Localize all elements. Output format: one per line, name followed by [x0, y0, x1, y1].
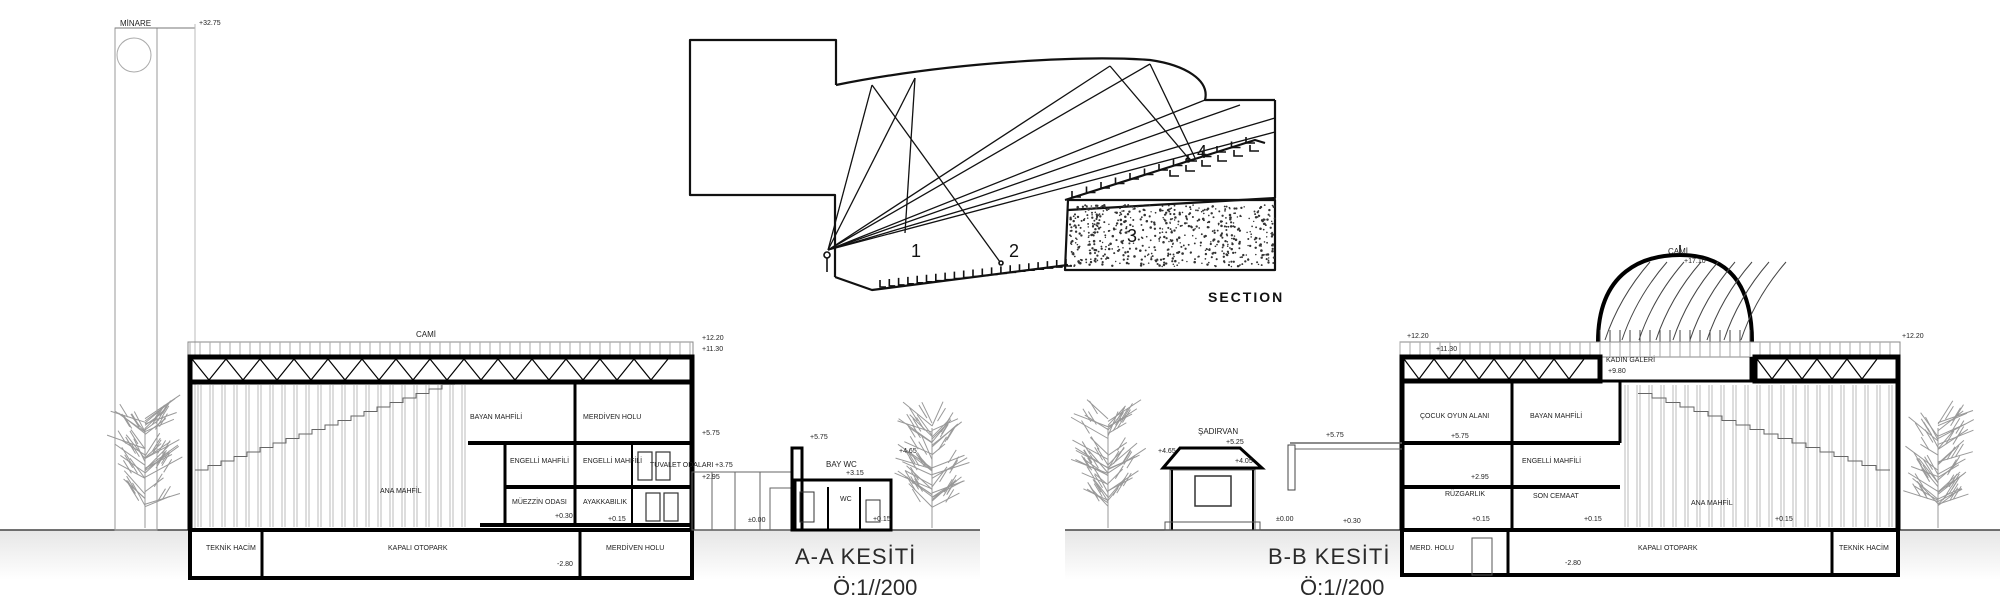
- aa-section-title: A-A KESİTİ: [795, 544, 917, 569]
- bb-section-title: B-B KESİTİ: [1268, 544, 1391, 569]
- aa-room-ana-mahfil: ANA MAHFİL: [380, 488, 422, 495]
- aa-room-bayan-mahfili: BAYAN MAHFİLİ: [470, 414, 523, 421]
- aa-room-ayakkabilik: AYAKKABILIK: [583, 499, 628, 506]
- minaret-level: +32.75: [199, 20, 221, 27]
- minaret: [114, 24, 196, 531]
- main-floor-seats: [879, 259, 1072, 288]
- balcony-underside: [1063, 198, 1277, 272]
- bb-room-kapali-otopark: KAPALI OTOPARK: [1638, 545, 1698, 552]
- bb-room-son-cemaat: SON CEMAAT: [1533, 493, 1579, 500]
- bb-level-ground-left: +0.15: [1472, 516, 1490, 523]
- bb-room-merd-holu: MERD. HOLU: [1410, 545, 1454, 552]
- aa-level-wc-floor: +0.15: [873, 516, 891, 523]
- aa-room-bay-wc: BAY WC: [826, 460, 857, 469]
- speaker-figure: [823, 157, 1191, 272]
- balcony-rake: [1064, 138, 1266, 202]
- bb-room-ana-mahfil: ANA MAHFİL: [1691, 500, 1733, 507]
- aa-room-engelli-2: ENGELLİ MAHFİLİ: [583, 458, 643, 465]
- aa-level-roof-top: +12.20: [702, 335, 724, 342]
- ray-label-4: 4: [1197, 142, 1208, 162]
- ceiling-curve: [835, 57, 1275, 102]
- stage-wall: [688, 38, 838, 277]
- aa-basement: [188, 528, 694, 580]
- aa-level-roof: +11.30: [702, 346, 724, 353]
- aa-level-entry: +0.15: [608, 516, 626, 523]
- bb-room-engelli-mahfili: ENGELLİ MAHFİLİ: [1522, 458, 1582, 465]
- minaret-label: MİNARE: [120, 19, 152, 28]
- diagram-caption: SECTION: [1208, 289, 1285, 305]
- bb-level-roof-top-left: +12.20: [1407, 333, 1429, 340]
- bb-room-teknik-hacim: TEKNİK HACİM: [1839, 545, 1889, 552]
- bb-level-roof-top-right: +12.20: [1902, 333, 1924, 340]
- aa-level-wc-mid: +3.15: [846, 470, 864, 477]
- bb-level-sadirvan-top: +5.25: [1226, 439, 1244, 446]
- aa-section-scale: Ö:1//200: [833, 575, 918, 600]
- aa-room-merdiven-holu-lower: MERDİVEN HOLU: [606, 545, 665, 552]
- bb-level-sadirvan-mid: +4.05: [1235, 458, 1253, 465]
- tree-left: [106, 394, 183, 528]
- bb-room-bayan-mahfili: BAYAN MAHFİLİ: [1530, 413, 1583, 420]
- ray-label-2: 2: [1009, 241, 1020, 261]
- bb-building-label: CAMİ: [1668, 247, 1688, 256]
- tree-right: [894, 401, 970, 528]
- bb-sadirvan-label: ŞADIRVAN: [1198, 427, 1239, 436]
- aa-level-upper: +5.75: [702, 430, 720, 437]
- aa-level-wc-roof: +4.65: [899, 448, 917, 455]
- aa-room-engelli-1: ENGELLİ MAHFİLİ: [510, 458, 570, 465]
- aa-level-mid: +2.95: [702, 474, 720, 481]
- bb-room-ruzgarlik: RÜZGARLIK: [1445, 491, 1486, 498]
- bb-kadin-galeri: KADIN GALERİ: [1606, 357, 1656, 364]
- sound-rays: [827, 63, 1276, 263]
- aa-level-ground: +0.30: [555, 513, 573, 520]
- sadirvan: [1159, 446, 1266, 531]
- bb-level-sadirvan-eave: +4.65: [1158, 448, 1176, 455]
- bb-level-ground-mid: +0.15: [1584, 516, 1602, 523]
- bb-level-canopy: +5.75: [1326, 432, 1344, 439]
- aa-room-wc: WC: [840, 496, 852, 503]
- aa-level-wc-top: +5.75: [810, 434, 828, 441]
- bb-level-dome-top: +17.10: [1684, 258, 1706, 265]
- bb-level-ground-right: +0.15: [1775, 516, 1793, 523]
- bb-level-plaza: +0.30: [1343, 518, 1361, 525]
- aa-room-tuvalet: TUVALET ODALARI: [650, 462, 714, 469]
- aa-level-porch: ±0.00: [748, 517, 766, 524]
- aa-building-label: CAMİ: [416, 330, 436, 339]
- aa-room-kapali-otopark: KAPALI OTOPARK: [388, 545, 448, 552]
- ray-label-3: 3: [1127, 226, 1138, 246]
- bb-level-mid: +2.95: [1471, 474, 1489, 481]
- bb-basement: [1400, 528, 1900, 577]
- aa-room-merdiven-holu-upper: MERDİVEN HOLU: [583, 414, 642, 421]
- aa-level-basement: -2.80: [557, 561, 573, 568]
- balcony-seats: [1071, 137, 1259, 198]
- bb-level-basement: -2.80: [1565, 560, 1581, 567]
- aa-room-muezzin: MÜEZZİN ODASI: [512, 499, 567, 506]
- bb-level-sad-floor: ±0.00: [1276, 516, 1294, 523]
- balcony-stipple: [1068, 204, 1276, 268]
- bb-level-roof-left: +11.30: [1436, 346, 1458, 353]
- ray-label-1: 1: [911, 241, 922, 261]
- aa-level-annex: +3.75: [715, 462, 733, 469]
- bb-level-upper: +5.75: [1451, 433, 1469, 440]
- bb-level-dome-base: +9.80: [1608, 368, 1626, 375]
- aa-room-teknik-hacim: TEKNİK HACİM: [206, 545, 256, 552]
- dome: [1596, 245, 1787, 343]
- bb-section-scale: Ö:1//200: [1300, 575, 1385, 600]
- bb-room-cocuk: ÇOCUK OYUN ALANI: [1420, 413, 1490, 420]
